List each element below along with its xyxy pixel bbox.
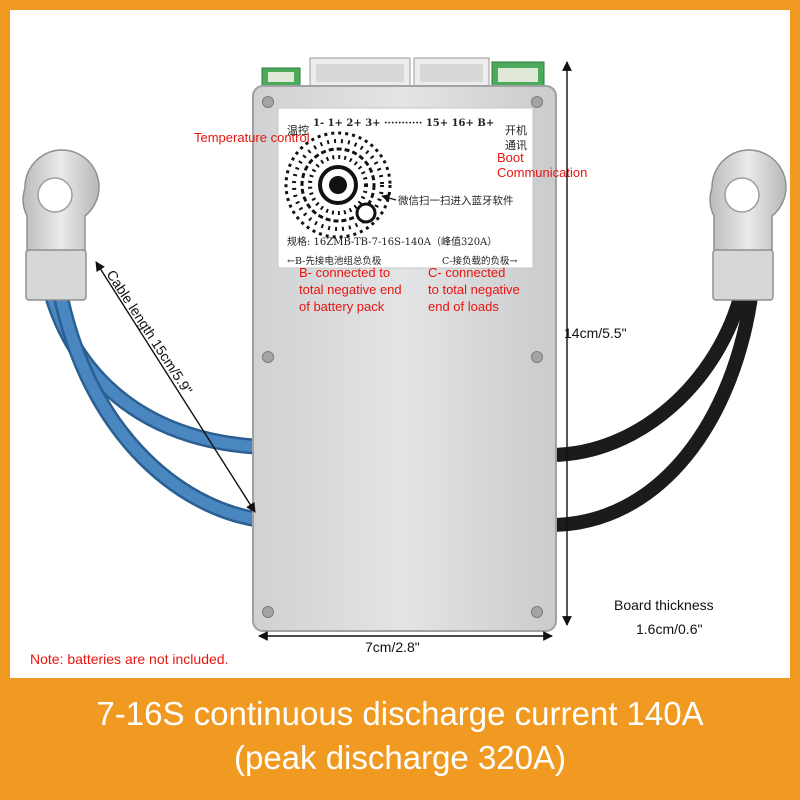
product-photo: 温控 1- 1+ 2+ 3+ ··········· 15+ 16+ B+ 开机…	[10, 10, 790, 678]
left-ring-terminal	[22, 149, 100, 301]
board-label: 温控 1- 1+ 2+ 3+ ··········· 15+ 16+ B+ 开机…	[277, 107, 534, 269]
label-boot-cn1: 开机	[505, 123, 527, 137]
annotation-c-minus-line1: C- connected	[428, 265, 505, 280]
height-dimension: 14cm/5.5"	[562, 61, 627, 626]
black-cables	[549, 288, 759, 532]
screws	[262, 96, 543, 618]
annotation-cable-length: Cable length 15cm/5.9"	[103, 267, 195, 397]
annotation-thickness-line1: Board thickness	[614, 597, 714, 613]
right-ring-terminal	[709, 149, 787, 301]
label-boot-cn2: 通讯	[505, 139, 527, 152]
qr-code	[284, 131, 392, 239]
label-pins: 1- 1+ 2+ 3+ ··········· 15+ 16+ B+	[313, 118, 494, 129]
caption-line2: (peak discharge 320A)	[233, 739, 567, 776]
label-wechat-cn: 微信扫一扫进入蓝牙软件	[398, 194, 514, 207]
top-connectors	[261, 57, 545, 91]
annotation-boot-line2: Communication	[497, 165, 587, 180]
width-dimension: 7cm/2.8"	[258, 631, 553, 655]
annotation-height: 14cm/5.5"	[564, 325, 627, 341]
caption: 7-16S continuous discharge current 140A …	[0, 680, 800, 800]
label-b-cn: ←B-先接电池组总负极	[287, 255, 382, 267]
label-spec: 规格: 16ZMB-TB-7-16S-140A（峰值320A）	[287, 235, 497, 248]
annotation-note: Note: batteries are not included.	[30, 651, 228, 667]
cable-length-dimension: Cable length 15cm/5.9"	[95, 261, 256, 513]
label-temp-cn: 温控	[287, 123, 309, 137]
annotation-width: 7cm/2.8"	[365, 639, 420, 655]
annotation-b-minus-line1: B- connected to	[299, 265, 390, 280]
annotation-boot-line1: Boot	[497, 150, 524, 165]
bms-board-illustration: 温控 1- 1+ 2+ 3+ ··········· 15+ 16+ B+ 开机…	[22, 57, 787, 667]
annotation-thickness-line2: 1.6cm/0.6"	[636, 621, 702, 637]
annotation-b-minus-line3: of battery pack	[299, 299, 385, 314]
caption-line1: 7-16S continuous discharge current 140A	[96, 695, 704, 732]
annotation-c-minus-line3: end of loads	[428, 299, 499, 314]
annotation-b-minus-line2: total negative end	[299, 282, 402, 297]
blue-cables	[38, 268, 264, 528]
annotation-temperature-control: Temperature control	[194, 130, 310, 145]
annotation-c-minus-line2: to total negative	[428, 282, 520, 297]
label-c-cn: C-接负载的负极→	[442, 255, 517, 267]
